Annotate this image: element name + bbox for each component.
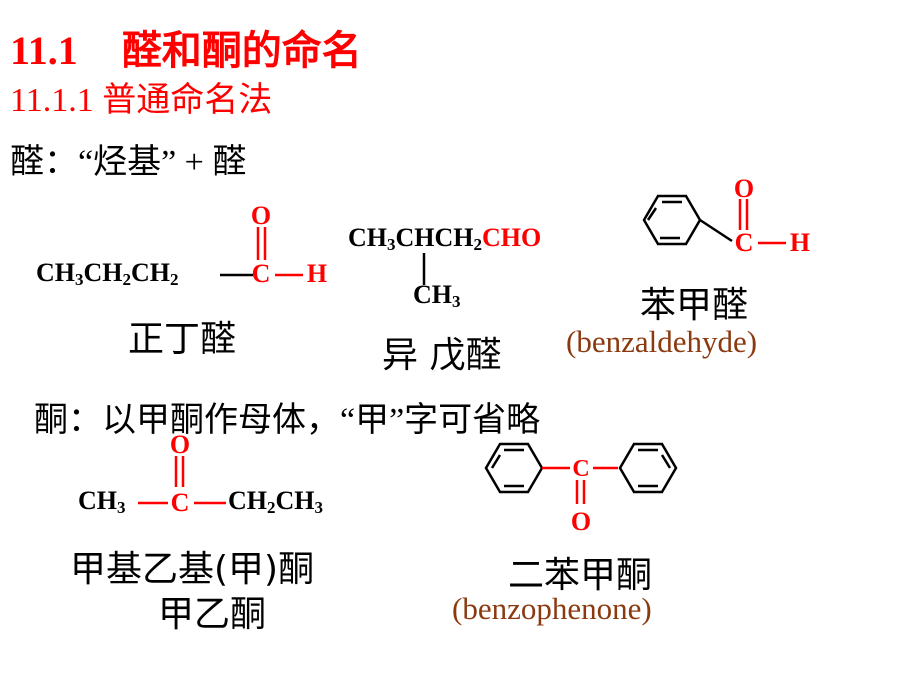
aldehyde-rule: 醛：“烃基” + 醛	[10, 144, 247, 181]
butanone-alt-name: 甲乙酮	[158, 594, 267, 635]
benzaldehyde-english: (benzaldehyde)	[566, 324, 758, 359]
benzophenone-structure: C O	[484, 442, 678, 536]
benzene-ring	[618, 442, 678, 494]
ring-double-bond	[646, 207, 658, 221]
hydrogen-atom: H	[307, 259, 327, 288]
branch-bond	[422, 253, 426, 285]
butanone-carbonyl: C O	[138, 430, 226, 517]
carbonyl-carbon: C	[171, 488, 190, 517]
oxygen-atom: O	[571, 507, 591, 536]
ketone-rule: 酮：以甲酮作母体，“甲”字可省略	[34, 402, 541, 439]
oxygen-atom: O	[734, 174, 754, 203]
bond-line	[699, 218, 733, 243]
benzaldehyde-structure: C O H	[642, 174, 810, 257]
ring-double-bond	[660, 454, 672, 469]
section-heading: 11.1 醛和酮的命名	[10, 18, 362, 76]
branch-methyl: CH3	[413, 280, 461, 311]
carbonyl-carbon: C	[735, 228, 754, 257]
isovaleraldehyde-formula: CH3CHCH2CHO	[348, 223, 542, 254]
ring-double-bond	[490, 454, 502, 469]
butanal-cho-group: C O H	[220, 201, 327, 288]
carbonyl-carbon: C	[252, 259, 271, 288]
butanone-right: CH2CH3	[228, 486, 323, 517]
hydrogen-atom: H	[790, 228, 810, 257]
butanone-left: CH3	[78, 486, 126, 517]
benzophenone-english: (benzophenone)	[452, 591, 652, 626]
butanal-formula: CH3CH2CH2	[36, 258, 179, 289]
aldehyde-group: CHO	[482, 223, 542, 252]
oxygen-atom: O	[170, 430, 190, 459]
oxygen-atom: O	[251, 201, 271, 230]
benzene-ring	[484, 442, 544, 494]
carbonyl-carbon: C	[572, 456, 589, 482]
butanone-name: 甲基乙基(甲)酮	[70, 549, 315, 590]
subsection-heading: 11.1.1 普通命名法	[10, 82, 273, 119]
section-number: 11.1	[10, 28, 78, 73]
benzophenone-name: 二苯甲酮	[508, 555, 653, 596]
section-title: 醛和酮的命名	[121, 28, 362, 73]
benzaldehyde-name: 苯甲醛	[640, 285, 749, 326]
butanal-name: 正丁醛	[128, 319, 237, 360]
benzene-ring	[642, 194, 702, 246]
isovaleraldehyde-name: 异 戊醛	[382, 335, 502, 376]
